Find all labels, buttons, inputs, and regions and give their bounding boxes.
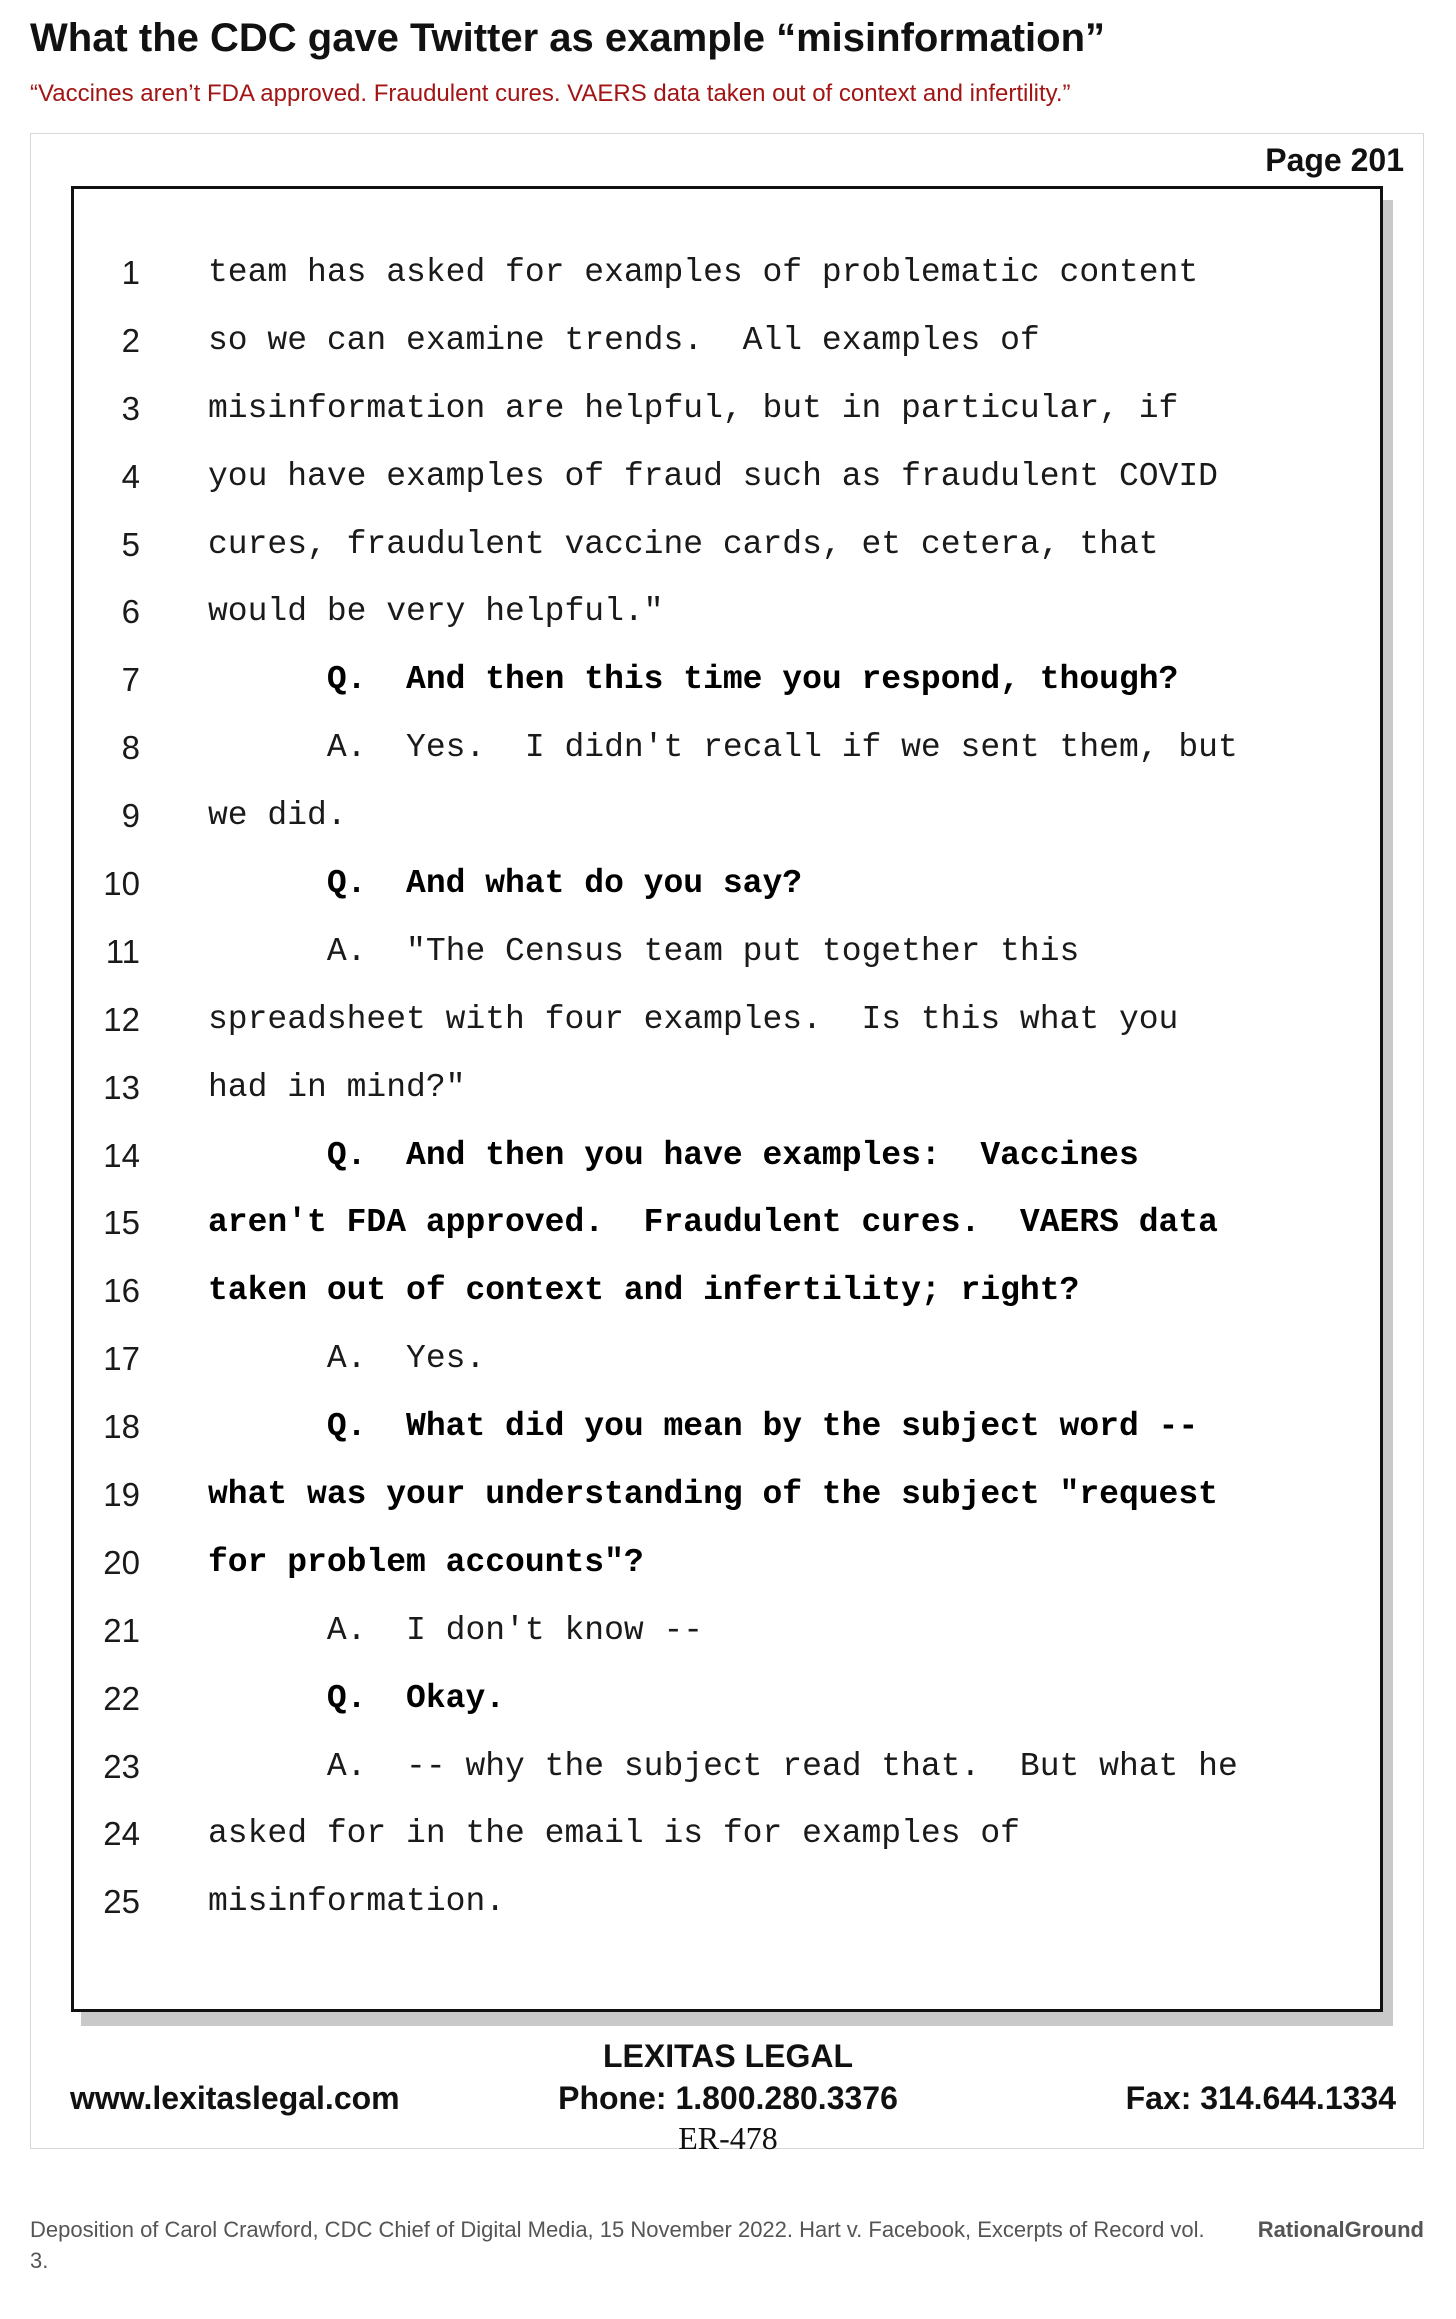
transcript-line: 1 team has asked for examples of problema… bbox=[74, 239, 1380, 307]
transcript-line: 10 Q. And what do you say? bbox=[74, 850, 1380, 918]
brand-label: RationalGround bbox=[1257, 2217, 1424, 2242]
transcript-line: 15 aren't FDA approved. Fraudulent cures.… bbox=[74, 1189, 1380, 1257]
line-number: 4 bbox=[121, 457, 140, 495]
line-text: Q. And then this time you respond, thoug… bbox=[208, 661, 1179, 699]
line-text: misinformation. bbox=[208, 1883, 506, 1921]
line-text: Q. What did you mean by the subject word… bbox=[208, 1408, 1199, 1446]
footer-fax: Fax: 314.644.1334 bbox=[1125, 2080, 1396, 2116]
line-text: cures, fraudulent vaccine cards, et cete… bbox=[208, 525, 1159, 563]
line-number: 10 bbox=[103, 865, 140, 903]
line-number: 13 bbox=[103, 1068, 140, 1106]
line-number: 25 bbox=[103, 1883, 140, 1921]
transcript-line: 9 we did. bbox=[74, 782, 1380, 850]
line-text: Q. And then you have examples: Vaccines bbox=[208, 1136, 1139, 1174]
transcript-line: 3 misinformation are helpful, but in part… bbox=[74, 375, 1380, 443]
transcript-line: 12 spreadsheet with four examples. Is thi… bbox=[74, 986, 1380, 1054]
line-number: 17 bbox=[103, 1340, 140, 1378]
footer-website: www.lexitaslegal.com bbox=[70, 2080, 400, 2116]
source-caption: Deposition of Carol Crawford, CDC Chief … bbox=[30, 2217, 1205, 2273]
transcript-line: 6 would be very helpful." bbox=[74, 578, 1380, 646]
line-text: asked for in the email is for examples o… bbox=[208, 1815, 1020, 1853]
page-title: What the CDC gave Twitter as example “mi… bbox=[30, 16, 1106, 60]
transcript-line: 18 Q. What did you mean by the subject w… bbox=[74, 1393, 1380, 1461]
line-text: Q. Okay. bbox=[208, 1679, 506, 1717]
line-text: we did. bbox=[208, 797, 347, 835]
line-number: 18 bbox=[103, 1408, 140, 1446]
transcript-line: 8 A. Yes. I didn't recall if we sent the… bbox=[74, 714, 1380, 782]
line-text: spreadsheet with four examples. Is this … bbox=[208, 1000, 1179, 1038]
line-number: 20 bbox=[103, 1543, 140, 1581]
line-number: 15 bbox=[103, 1204, 140, 1242]
line-text: had in mind?" bbox=[208, 1068, 466, 1106]
line-text: taken out of context and infertility; ri… bbox=[208, 1272, 1080, 1310]
line-number: 21 bbox=[103, 1611, 140, 1649]
exhibit-number: ER-478 bbox=[678, 2120, 778, 2156]
transcript-line: 24 asked for in the email is for examples… bbox=[74, 1800, 1380, 1868]
transcript-line: 5 cures, fraudulent vaccine cards, et cet… bbox=[74, 511, 1380, 579]
transcript-line: 14 Q. And then you have examples: Vaccin… bbox=[74, 1122, 1380, 1190]
line-number: 7 bbox=[121, 661, 140, 699]
line-text: Q. And what do you say? bbox=[208, 865, 803, 903]
line-number: 23 bbox=[103, 1747, 140, 1785]
transcript-line: 17 A. Yes. bbox=[74, 1325, 1380, 1393]
line-text: team has asked for examples of problemat… bbox=[208, 254, 1199, 291]
transcript-line: 25 misinformation. bbox=[74, 1868, 1380, 1936]
line-number: 11 bbox=[105, 932, 140, 970]
line-text: A. -- why the subject read that. But wha… bbox=[208, 1747, 1238, 1785]
page-number: Page 201 bbox=[1265, 142, 1404, 178]
transcript-line: 11 A. "The Census team put together this bbox=[74, 918, 1380, 986]
transcript-box: 1 team has asked for examples of problema… bbox=[71, 186, 1383, 2012]
line-number: 14 bbox=[103, 1136, 140, 1174]
line-text: misinformation are helpful, but in parti… bbox=[208, 389, 1179, 427]
line-text: so we can examine trends. All examples o… bbox=[208, 321, 1040, 359]
line-text: you have examples of fraud such as fraud… bbox=[208, 457, 1218, 495]
line-number: 8 bbox=[121, 729, 140, 767]
transcript-line: 23 A. -- why the subject read that. But … bbox=[74, 1733, 1380, 1801]
line-number: 9 bbox=[121, 797, 140, 835]
line-number: 5 bbox=[121, 525, 140, 563]
line-text: would be very helpful." bbox=[208, 593, 664, 631]
transcript-line: 16 taken out of context and infertility; … bbox=[74, 1257, 1380, 1325]
line-text: A. Yes. I didn't recall if we sent them,… bbox=[208, 729, 1238, 767]
transcript-line: 20 for problem accounts"? bbox=[74, 1529, 1380, 1597]
transcript-line: 19 what was your understanding of the sub… bbox=[74, 1461, 1380, 1529]
line-number: 22 bbox=[103, 1679, 140, 1717]
line-number: 19 bbox=[103, 1476, 140, 1514]
line-text: for problem accounts"? bbox=[208, 1543, 644, 1581]
line-number: 1 bbox=[121, 254, 140, 291]
footer-org-name: LEXITAS LEGAL bbox=[602, 2038, 854, 2074]
line-text: aren't FDA approved. Fraudulent cures. V… bbox=[208, 1204, 1218, 1242]
line-number: 16 bbox=[103, 1272, 140, 1310]
transcript-line: 2 so we can examine trends. All examples … bbox=[74, 307, 1380, 375]
line-number: 12 bbox=[103, 1000, 140, 1038]
line-number: 3 bbox=[121, 389, 140, 427]
line-text: A. "The Census team put together this bbox=[208, 932, 1080, 970]
line-text: A. Yes. bbox=[208, 1340, 486, 1378]
line-number: 24 bbox=[103, 1815, 140, 1853]
page-subtitle: “Vaccines aren’t FDA approved. Fraudulen… bbox=[30, 80, 1071, 107]
line-number: 6 bbox=[121, 593, 140, 631]
transcript-line: 4 you have examples of fraud such as frau… bbox=[74, 443, 1380, 511]
transcript-line: 21 A. I don't know -- bbox=[74, 1597, 1380, 1665]
transcript-line: 7 Q. And then this time you respond, tho… bbox=[74, 646, 1380, 714]
line-text: what was your understanding of the subje… bbox=[208, 1476, 1218, 1514]
transcript-line: 22 Q. Okay. bbox=[74, 1665, 1380, 1733]
transcript-line: 13 had in mind?" bbox=[74, 1054, 1380, 1122]
transcript-lines: 1 team has asked for examples of problema… bbox=[74, 239, 1380, 1936]
line-number: 2 bbox=[121, 321, 140, 359]
footer-phone: Phone: 1.800.280.3376 bbox=[558, 2080, 898, 2116]
line-text: A. I don't know -- bbox=[208, 1611, 704, 1649]
